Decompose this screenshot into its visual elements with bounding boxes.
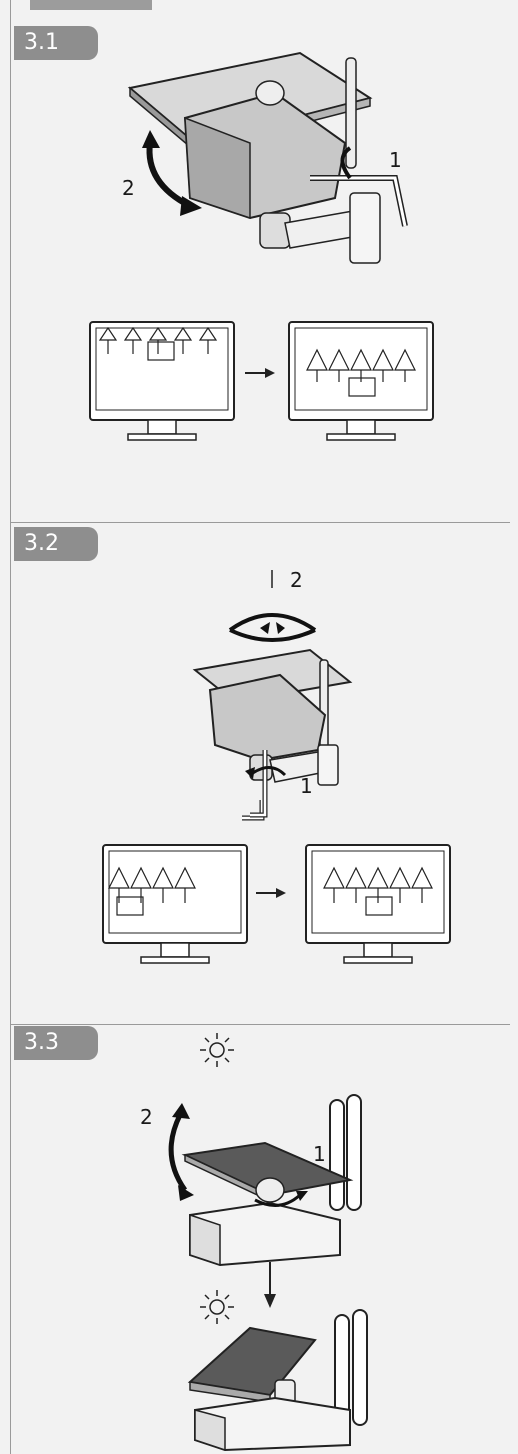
header-bar [30, 0, 152, 10]
section-tab-3-1: 3.1 [14, 26, 98, 60]
monitor-before-3-1 [88, 320, 238, 445]
step-1-label: 1 [313, 1144, 326, 1164]
camera-mount-illustration-3-1 [120, 48, 420, 278]
section-divider [10, 522, 510, 523]
section-divider [10, 1024, 510, 1025]
curved-arrow-icon [230, 615, 315, 630]
section-tab-3-3: 3.3 [14, 1026, 98, 1060]
arrow-right-3-1 [245, 366, 275, 380]
step-2-label: 2 [140, 1107, 153, 1127]
curved-arrow-icon [150, 143, 191, 206]
section-tab-3-2: 3.2 [14, 527, 98, 561]
left-margin-line [10, 0, 11, 1454]
step-1-label: 1 [389, 150, 402, 170]
hex-key-icon [245, 745, 285, 825]
monitor-before-3-2 [101, 843, 251, 968]
sun-icon [200, 1033, 234, 1067]
curved-arrow-icon [171, 1115, 185, 1190]
arrow-right-3-2 [256, 886, 286, 900]
step-2-label: 2 [122, 178, 135, 198]
camera-final-illustration [185, 1310, 375, 1450]
monitor-after-3-2 [304, 843, 454, 968]
step-2-label: 2 [290, 570, 303, 590]
arrow-down [263, 1262, 277, 1308]
monitor-after-3-1 [287, 320, 437, 445]
step-1-label: 1 [300, 776, 313, 796]
camera-tilt-illustration [160, 1095, 370, 1255]
